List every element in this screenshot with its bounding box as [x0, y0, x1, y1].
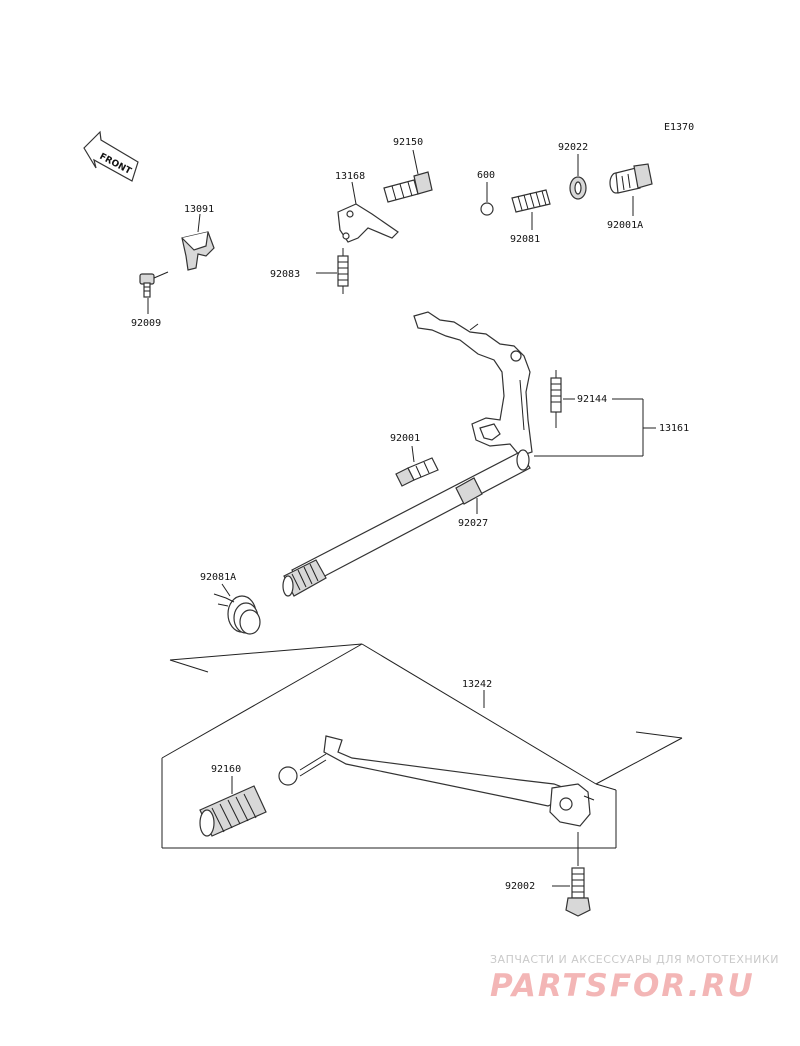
label-13091: 13091: [184, 204, 214, 215]
label-92160: 92160: [211, 764, 241, 775]
part-92081A-spring-icon: [213, 583, 261, 635]
label-92083: 92083: [270, 269, 300, 280]
part-13168-lever-icon: [337, 181, 399, 243]
part-13161-shift-arm-icon: [413, 311, 533, 457]
label-92002: 92002: [505, 881, 535, 892]
label-92150: 92150: [393, 137, 423, 148]
part-92144-spring-icon: [550, 370, 575, 428]
part-92002-bolt-icon: [552, 832, 591, 917]
label-13168: 13168: [335, 171, 365, 182]
part-92009-screw-icon: [139, 271, 169, 314]
part-92001-bolt-icon: [395, 445, 439, 487]
part-92027-shaft-icon: [282, 449, 531, 597]
part-92081-spring-icon: [511, 189, 551, 230]
label-92027: 92027: [458, 518, 488, 529]
front-arrow-icon: FRONT: [83, 130, 139, 182]
label-92009: 92009: [131, 318, 161, 329]
bracket-13161: [534, 398, 656, 457]
label-600: 600: [477, 170, 495, 181]
part-13242-shift-pedal-icon: [278, 735, 595, 827]
watermark-tagline: ЗАПЧАСТИ И АКСЕССУАРЫ ДЛЯ МОТОТЕХНИКИ: [490, 953, 779, 966]
part-92150-bolt-icon: [383, 149, 433, 203]
part-92001A-plug-icon: [609, 163, 653, 216]
part-92083-spring-icon: [316, 248, 349, 294]
label-92081: 92081: [510, 234, 540, 245]
label-92144: 92144: [577, 394, 607, 405]
assembly-13242-outline: [161, 643, 683, 849]
part-600-ball-icon: [480, 182, 494, 216]
part-92160-rubber-icon: [199, 776, 267, 837]
label-13161: 13161: [659, 423, 689, 434]
watermark-brand: PARTSFOR.RU: [490, 968, 755, 1004]
label-92001: 92001: [390, 433, 420, 444]
part-13091-bracket-icon: [181, 213, 215, 271]
diagram-code: E1370: [664, 122, 694, 133]
label-92022: 92022: [558, 142, 588, 153]
label-92081A: 92081A: [200, 572, 236, 583]
label-13242: 13242: [462, 679, 492, 690]
label-92001A: 92001A: [607, 220, 643, 231]
part-92022-washer-icon: [569, 154, 587, 200]
